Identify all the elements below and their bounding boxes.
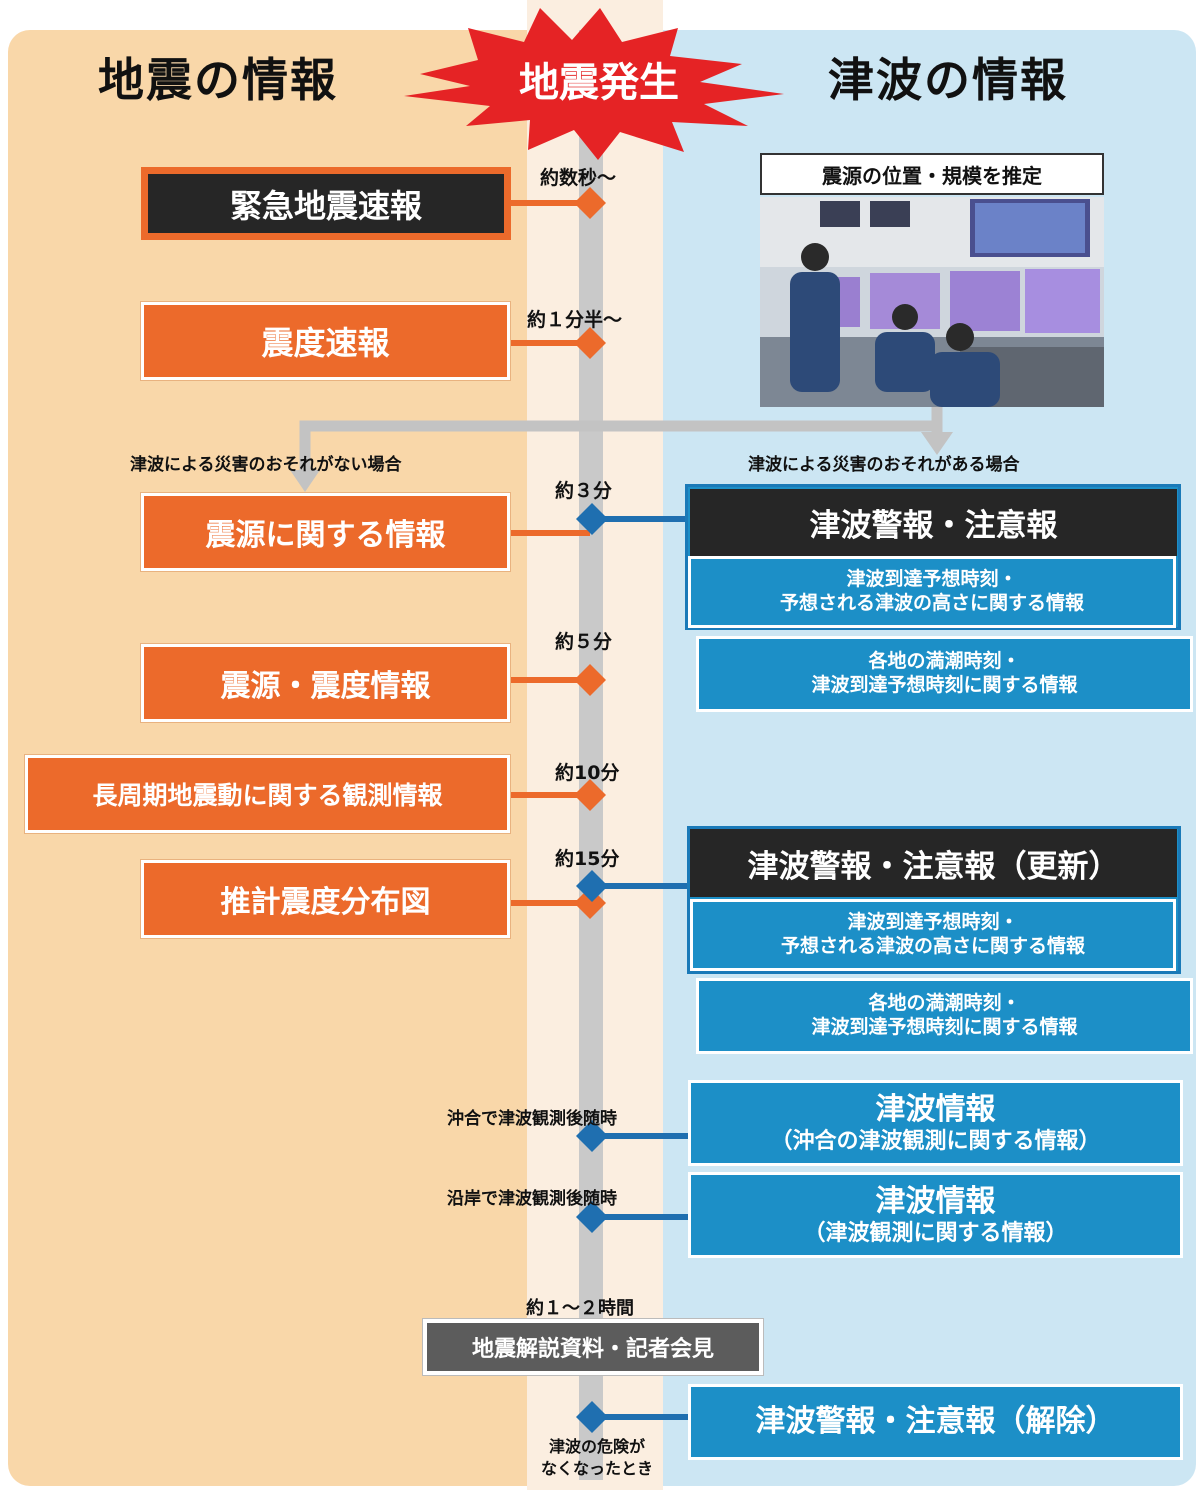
detail-line: 津波到達予想時刻・ <box>846 568 1018 591</box>
branch-arrowhead-left <box>290 470 320 492</box>
detail-line: 津波到達予想時刻に関する情報 <box>811 674 1078 696</box>
offshore-tsunami-box: 津波情報 （沖合の津波観測に関する情報） <box>688 1080 1183 1166</box>
estimated-map-label: 推計震度分布図 <box>220 885 431 920</box>
tsunami-heading: 津波の情報 <box>828 53 1068 107</box>
detail-line: 予想される津波の高さに関する情報 <box>780 935 1085 957</box>
occurrence-label: 地震発生 <box>519 60 679 106</box>
intensity-box: 震度速報 <box>141 302 510 380</box>
tsunami-update-title: 津波警報・注意報（更新） <box>690 829 1177 897</box>
photo-illustration <box>760 197 1104 407</box>
time-label: 約15分 <box>555 848 620 870</box>
tsunami-update-detail: 津波到達予想時刻・ 予想される津波の高さに関する情報 <box>690 899 1176 971</box>
monitoring-room-photo <box>760 197 1104 407</box>
intensity-label: 震度速報 <box>261 324 390 362</box>
burst-icon <box>404 8 784 160</box>
tsunami-connectors <box>598 516 690 1420</box>
detail-line: 各地の満潮時刻・ <box>868 650 1021 673</box>
tsunami-warning-title: 津波警報・注意報 <box>690 489 1177 556</box>
detail-line: 予想される津波の高さに関する情報 <box>779 592 1084 614</box>
condition-line: 津波の危険が <box>548 1437 645 1456</box>
tsunami-warning-detail: 津波到達予想時刻・ 予想される津波の高さに関する情報 <box>688 556 1176 628</box>
press-frame: 地震解説資料・記者会見 <box>422 1318 764 1376</box>
earthquake-diamonds <box>574 187 606 919</box>
tsunami-cancel-box: 津波警報・注意報（解除） <box>688 1384 1183 1460</box>
tide-info-box: 各地の満潮時刻・ 津波到達予想時刻に関する情報 <box>696 636 1193 712</box>
timeline-bar <box>579 30 603 1480</box>
earthquake-heading: 地震の情報 <box>98 53 338 107</box>
risk-label: 津波による災害のおそれがある場合 <box>748 455 1020 475</box>
hypocenter-label: 震源に関する情報 <box>205 518 446 553</box>
long-period-label: 長周期地震動に関する観測情報 <box>92 781 443 810</box>
coastal-title: 津波情報 <box>875 1183 996 1219</box>
branch-arrowhead-right <box>921 432 953 455</box>
detail-line: 津波到達予想時刻に関する情報 <box>811 1016 1078 1038</box>
press-time: 約１〜２時間 <box>526 1298 634 1319</box>
time-label: 約10分 <box>555 762 620 784</box>
coastal-trigger: 沿岸で津波観測後随時 <box>447 1189 617 1209</box>
tsunami-diamonds <box>576 503 608 1433</box>
tide-info-box-update: 各地の満潮時刻・ 津波到達予想時刻に関する情報 <box>696 978 1193 1054</box>
time-label: 約１分半〜 <box>527 309 623 331</box>
coastal-subtitle: （津波観測に関する情報） <box>803 1221 1068 1246</box>
offshore-trigger: 沖合で津波観測後随時 <box>447 1109 617 1129</box>
time-label: 約５分 <box>555 631 613 653</box>
hypocenter-intensity-label: 震源・震度情報 <box>220 669 431 704</box>
offshore-title: 津波情報 <box>875 1091 996 1127</box>
long-period-box: 長周期地震動に関する観測情報 <box>25 755 510 833</box>
no-risk-label: 津波による災害のおそれがない場合 <box>130 455 402 475</box>
time-label: 約３分 <box>555 480 613 502</box>
offshore-subtitle: （沖合の津波観測に関する情報） <box>770 1129 1101 1154</box>
eew-label: 緊急地震速報 <box>229 186 422 225</box>
time-label: 約数秒〜 <box>540 167 617 189</box>
detail-line: 各地の満潮時刻・ <box>868 992 1021 1015</box>
coastal-tsunami-box: 津波情報 （津波観測に関する情報） <box>688 1172 1183 1258</box>
detail-line: 津波到達予想時刻・ <box>847 911 1019 934</box>
condition-line: なくなったとき <box>540 1458 653 1478</box>
estimated-map-box: 推計震度分布図 <box>141 860 510 938</box>
hypocenter-box: 震源に関する情報 <box>141 493 510 571</box>
estimate-caption: 震源の位置・規模を推定 <box>760 153 1104 195</box>
cancel-condition: 津波の危険が なくなったとき <box>522 1436 672 1479</box>
press-box: 地震解説資料・記者会見 <box>427 1323 759 1371</box>
hypocenter-intensity-box: 震源・震度情報 <box>141 644 510 722</box>
eew-box: 緊急地震速報 <box>141 167 511 240</box>
